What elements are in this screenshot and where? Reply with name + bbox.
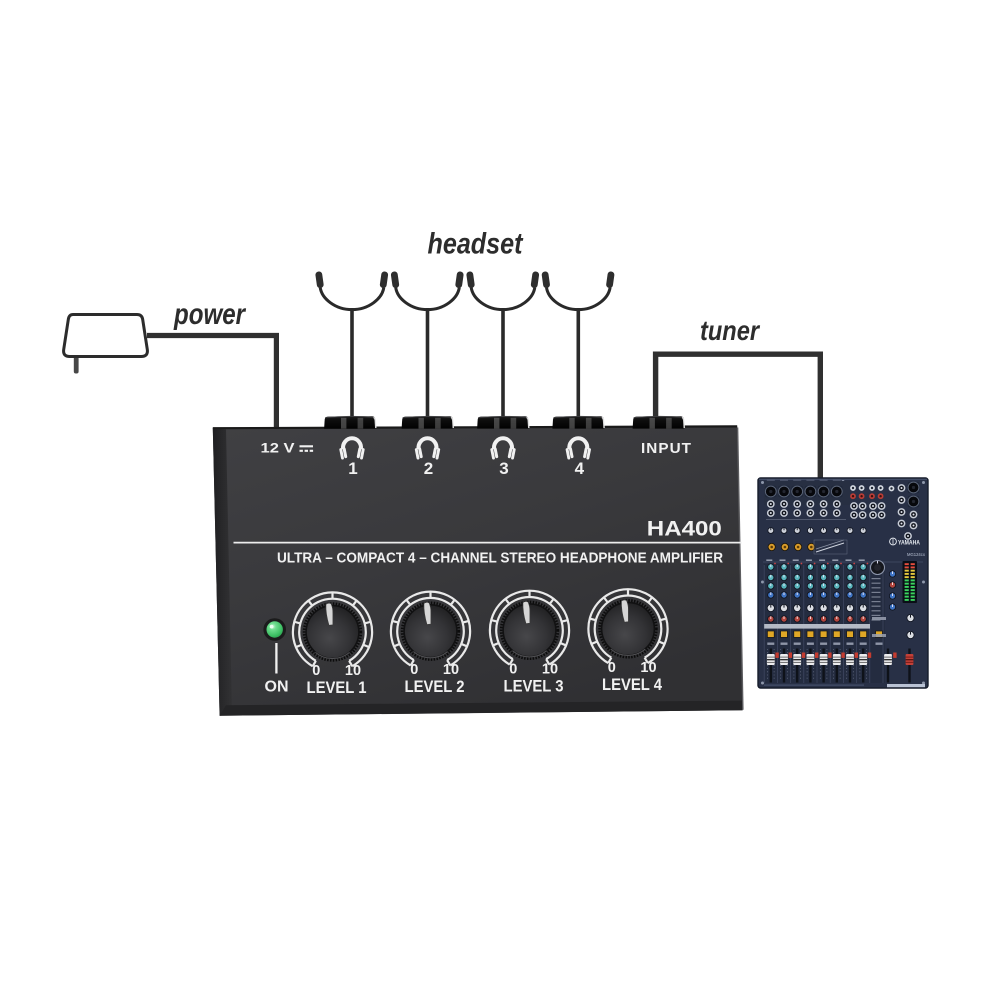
svg-text:YAMAHA: YAMAHA <box>898 539 920 546</box>
svg-text:ULTRA – COMPACT 4 – CHANNEL ST: ULTRA – COMPACT 4 – CHANNEL STEREO HEADP… <box>277 550 723 567</box>
svg-text:12 V: 12 V <box>261 440 296 456</box>
svg-text:1: 1 <box>348 459 357 478</box>
svg-text:0: 0 <box>509 661 517 677</box>
svg-text:10: 10 <box>542 661 558 677</box>
svg-text:tuner: tuner <box>700 315 761 346</box>
svg-text:LEVEL 3: LEVEL 3 <box>504 677 564 695</box>
svg-text:MG124cx: MG124cx <box>907 552 926 557</box>
svg-text:0: 0 <box>410 662 418 678</box>
svg-text:10: 10 <box>345 663 361 679</box>
svg-text:2: 2 <box>424 459 433 478</box>
svg-text:power: power <box>173 298 247 331</box>
svg-text:LEVEL 1: LEVEL 1 <box>307 679 367 697</box>
svg-text:0: 0 <box>312 663 320 679</box>
svg-text:0: 0 <box>608 660 616 676</box>
svg-text:LEVEL 4: LEVEL 4 <box>602 676 663 694</box>
svg-text:INPUT: INPUT <box>641 441 692 457</box>
svg-text:LEVEL 2: LEVEL 2 <box>405 678 465 696</box>
svg-text:ON: ON <box>265 679 289 696</box>
svg-text:4: 4 <box>575 459 585 478</box>
svg-text:headset: headset <box>428 228 525 261</box>
svg-text:HA400: HA400 <box>647 518 722 541</box>
svg-text:3: 3 <box>499 459 508 478</box>
svg-text:10: 10 <box>443 662 459 678</box>
svg-text:10: 10 <box>640 660 656 676</box>
